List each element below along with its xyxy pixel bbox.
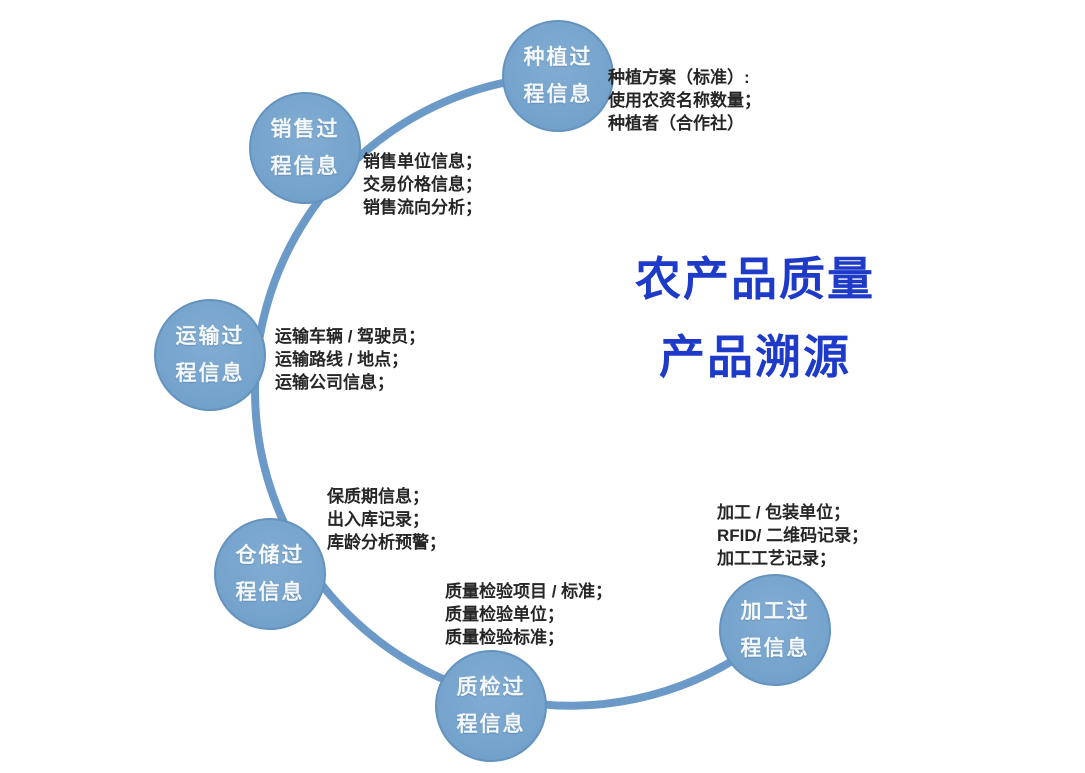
node-transport-circle: 运输过 程信息 bbox=[154, 299, 266, 411]
detail-line: 运输车辆 / 驾驶员； bbox=[275, 327, 426, 346]
node-planting-label-line1: 种植过 bbox=[523, 46, 593, 69]
node-warehouse-label-line1: 仓储过 bbox=[235, 544, 305, 567]
planting-details: 种植方案（标准）: 使用农资名称数量； 种植者（合作社） bbox=[608, 66, 761, 135]
detail-line: 交易价格信息； bbox=[363, 175, 482, 194]
detail-line: 销售流向分析； bbox=[363, 198, 482, 217]
node-processing-circle: 加工过 程信息 bbox=[719, 574, 831, 686]
sales-details: 销售单位信息； 交易价格信息； 销售流向分析； bbox=[363, 150, 482, 219]
detail-line: RFID/ 二维码记录； bbox=[717, 526, 869, 545]
detail-line: 运输公司信息； bbox=[275, 373, 394, 392]
node-warehouse-circle: 仓储过 程信息 bbox=[214, 518, 326, 630]
detail-line: 质量检验项目 / 标准； bbox=[445, 582, 613, 601]
detail-line: 使用农资名称数量； bbox=[608, 91, 761, 110]
node-planting-circle: 种植过 程信息 bbox=[502, 20, 614, 132]
detail-line: 加工工艺记录； bbox=[717, 549, 836, 568]
node-sales-label-line1: 销售过 bbox=[270, 118, 340, 141]
node-planting-label-line2: 程信息 bbox=[523, 83, 593, 106]
detail-line: 销售单位信息； bbox=[363, 152, 482, 171]
node-quality-inspection-circle: 质检过 程信息 bbox=[435, 650, 547, 762]
detail-line: 运输路线 / 地点； bbox=[275, 350, 409, 369]
quality-inspection-details: 质量检验项目 / 标准； 质量检验单位； 质量检验标准； bbox=[445, 580, 612, 649]
detail-line: 质量检验单位； bbox=[445, 605, 564, 624]
node-transport-label-line1: 运输过 bbox=[175, 325, 245, 348]
warehouse-details: 保质期信息； 出入库记录； 库龄分析预警； bbox=[327, 485, 446, 554]
node-processing-label-line1: 加工过 bbox=[740, 600, 810, 623]
detail-line: 保质期信息； bbox=[327, 487, 429, 506]
detail-line: 加工 / 包装单位； bbox=[717, 503, 851, 522]
transport-details: 运输车辆 / 驾驶员； 运输路线 / 地点； 运输公司信息； bbox=[275, 325, 425, 394]
diagram-title-line2: 产品溯源 bbox=[659, 331, 851, 383]
detail-line: 出入库记录； bbox=[327, 510, 429, 529]
processing-details: 加工 / 包装单位； RFID/ 二维码记录； 加工工艺记录； bbox=[717, 501, 868, 570]
node-transport-label-line2: 程信息 bbox=[175, 362, 245, 385]
node-processing-label-line2: 程信息 bbox=[740, 637, 810, 660]
diagram-title: 农产品质量 产品溯源 bbox=[585, 252, 925, 384]
detail-line: 质量检验标准； bbox=[445, 628, 564, 647]
detail-line: 库龄分析预警； bbox=[327, 533, 446, 552]
node-quality-label-line1: 质检过 bbox=[456, 676, 526, 699]
detail-line: 种植者（合作社） bbox=[608, 114, 744, 133]
ring-arc-path bbox=[251, 72, 779, 710]
node-warehouse-label-line2: 程信息 bbox=[235, 581, 305, 604]
node-quality-label-line2: 程信息 bbox=[456, 713, 526, 736]
detail-line: 种植方案（标准）: bbox=[608, 68, 750, 87]
node-sales-label-line2: 程信息 bbox=[270, 155, 340, 178]
diagram-title-line1: 农产品质量 bbox=[635, 253, 875, 305]
node-sales-circle: 销售过 程信息 bbox=[249, 92, 361, 204]
